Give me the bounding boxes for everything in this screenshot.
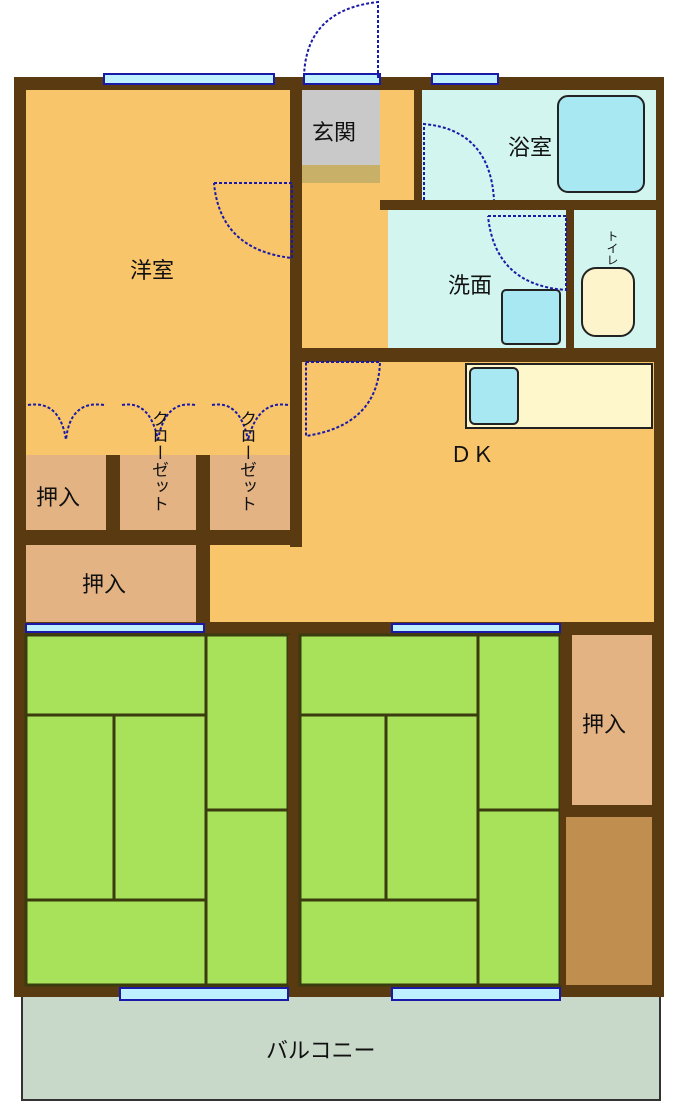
tatami-room-right <box>298 633 562 987</box>
bathtub <box>557 95 645 193</box>
toilet-wall <box>566 210 574 350</box>
hall-wall <box>414 90 420 200</box>
wet-wall <box>302 348 664 362</box>
wash-basin <box>501 289 561 345</box>
window-bath[interactable] <box>431 73 499 85</box>
window-balcony-right[interactable] <box>391 987 561 1001</box>
dk-door-swing[interactable] <box>305 361 382 438</box>
storage-closet-3 <box>572 635 652 805</box>
window-balcony-left[interactable] <box>119 987 289 1001</box>
label-washroom: 洗面 <box>448 274 492 299</box>
balcony-area <box>21 995 661 1101</box>
western-room-floor <box>26 90 290 400</box>
window-entrance[interactable] <box>303 73 381 85</box>
storage-closet-1 <box>26 455 106 530</box>
storage-wall-c <box>26 530 302 545</box>
label-western-room: 洋室 <box>130 259 174 284</box>
western-door-swing[interactable] <box>213 182 293 260</box>
label-closet-2: 押入 <box>82 573 126 598</box>
toilet-fixture <box>581 267 635 337</box>
window-tatami-right[interactable] <box>391 623 561 633</box>
window-tatami-left[interactable] <box>25 623 205 633</box>
closet-door-strip <box>26 400 290 455</box>
front-door-swing[interactable] <box>303 0 379 79</box>
window-western[interactable] <box>103 73 275 85</box>
label-bathroom: 浴室 <box>508 136 552 161</box>
label-dk: ＤＫ <box>450 443 494 468</box>
dk-floor-ext <box>210 545 310 622</box>
label-wardrobe-2: クローゼット <box>236 410 256 512</box>
label-entrance: 玄関 <box>312 121 356 146</box>
inner-wall-vertical <box>290 77 302 547</box>
tatami-room-left <box>24 633 290 987</box>
kitchen-sink <box>469 367 519 425</box>
label-closet-1: 押入 <box>36 486 80 511</box>
label-wardrobe-1: クローゼット <box>148 410 168 512</box>
wardrobe-2-floor <box>210 455 290 530</box>
label-closet-3: 押入 <box>582 713 626 738</box>
bath-door-swing[interactable] <box>423 122 495 201</box>
storage-wall-d <box>560 805 664 817</box>
bath-wall <box>380 200 664 210</box>
label-balcony: バルコニー <box>266 1039 376 1064</box>
alcove <box>566 817 652 985</box>
entrance-step <box>302 165 380 183</box>
tatami-divider <box>288 635 300 985</box>
label-toilet: トイレ <box>605 230 619 266</box>
wardrobe-1-floor <box>120 455 196 530</box>
toilet-door-swing[interactable] <box>487 215 567 292</box>
closet-door-arcs <box>27 403 289 441</box>
storage-closet-2 <box>26 545 196 622</box>
entrance-floor <box>302 90 380 165</box>
storage-wall-a <box>106 455 120 545</box>
